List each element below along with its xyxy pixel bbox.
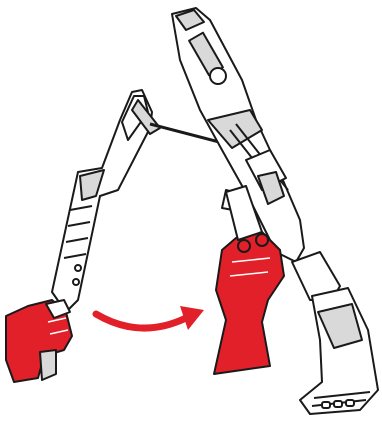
rifle-body-icon <box>172 8 378 414</box>
folded-stock-icon <box>52 90 160 312</box>
left-hand-icon <box>6 300 72 382</box>
rotate-arrow-icon <box>96 306 204 330</box>
